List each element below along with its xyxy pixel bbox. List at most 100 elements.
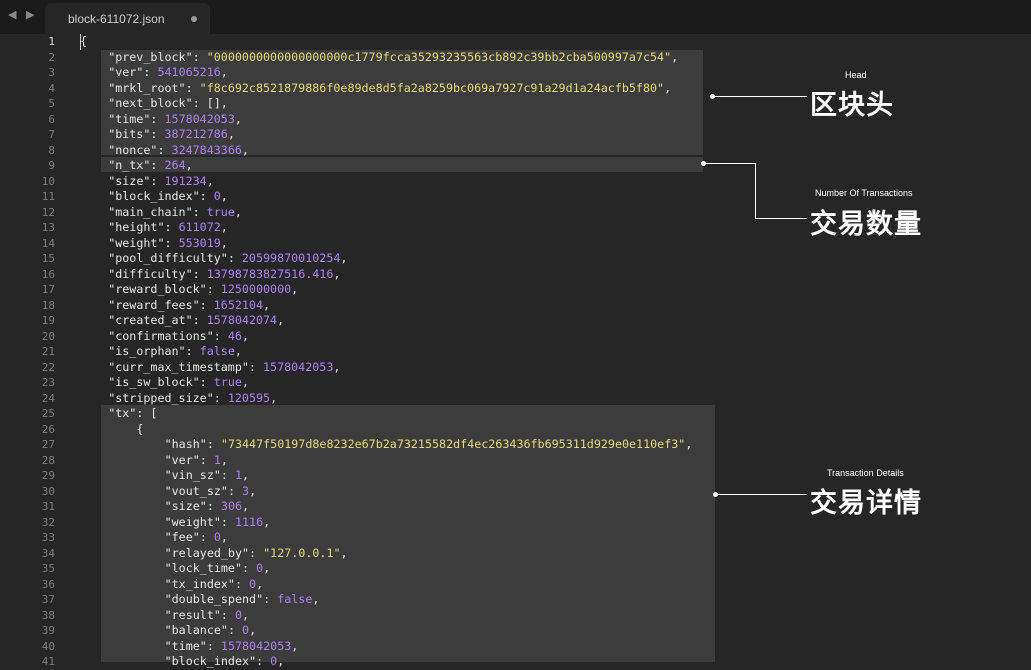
json-key: "vin_sz" [164,468,221,482]
json-punct: : [164,235,179,250]
json-number: 0 [234,607,243,622]
json-punct: , [220,235,228,250]
json-key: "weight" [108,235,165,250]
json-number: 0 [213,189,221,203]
json-number: 191234 [164,173,207,188]
ntx-label-zh: 交易数量 [810,209,922,240]
line-number: 21 [41,345,55,358]
text-cursor [80,34,81,50]
json-number: 1578042053 [164,111,235,126]
json-punct: , [241,142,249,157]
json-number: false [199,344,235,358]
json-number: 120595 [227,390,271,405]
code-line: "vin_sz": 1, [165,468,249,484]
json-number: 541065216 [157,65,221,79]
json-key: "tx_index" [164,576,235,591]
json-punct: , [263,514,271,529]
json-punct: , [242,468,250,482]
code-line: "size": 306, [165,499,249,515]
json-punct: , [340,545,348,560]
json-key: "ver" [164,452,200,467]
json-key: "block_index" [108,189,200,203]
line-number: 19 [41,314,55,327]
json-number: 13798783827516.416 [206,266,334,281]
tx-connector-dot [713,492,718,497]
json-punct: : [248,359,263,374]
json-punct: , [234,204,242,219]
json-punct: : [206,282,221,296]
json-punct: : [ [136,406,158,420]
tx-connector-line [716,494,807,495]
json-key: "time" [108,111,151,126]
json-punct: , [664,80,672,95]
json-key: "created_at" [108,313,193,327]
json-punct: , [685,437,693,451]
code-line: "curr_max_timestamp": 1578042053, [108,360,340,376]
json-key: "time" [164,638,207,653]
json-number: 553019 [178,235,221,250]
ntx-connector-line-v [755,163,756,219]
json-number: 3 [242,483,250,498]
json-key: "n_tx" [108,158,151,172]
line-number: 14 [41,236,55,250]
code-line: "pool_difficulty": 20599870010254, [108,251,347,267]
json-punct: , [234,111,242,126]
json-number: 611072 [178,220,221,234]
line-number: 11 [41,190,55,203]
line-number: 30 [41,484,55,498]
json-number: 306 [220,499,243,513]
code-line: "weight": 1116, [165,515,271,531]
head-label-en: Head [845,70,867,80]
json-punct: , [277,654,285,668]
unsaved-dot-icon[interactable] [191,16,197,22]
line-number: 29 [41,469,55,482]
json-punct: : [150,111,165,126]
json-punct: , [291,638,299,653]
json-number: 1250000000 [220,282,292,296]
json-key: "next_block" [108,96,193,110]
json-number: 20599870010254 [241,251,341,265]
json-punct: : [199,530,214,544]
code-line: "n_tx": 264, [108,158,192,174]
json-punct: : [150,158,165,172]
json-punct: , [220,530,228,544]
line-number: 12 [41,205,55,219]
line-number: 1 [48,35,55,48]
json-punct: , [234,344,242,358]
json-punct: : [263,592,278,606]
json-number: 0 [270,654,278,668]
line-number: 3 [48,66,55,79]
line-number: 38 [41,608,55,622]
code-line: "prev_block": "0000000000000000000c1779f… [108,50,678,66]
json-number: 1652104 [213,297,264,312]
json-number: 264 [164,158,186,172]
code-line: "weight": 553019, [108,236,228,252]
json-string: "f8c692c8521879886f0e89de8d5fa2a8259bc06… [199,80,665,95]
line-number: 32 [41,515,55,529]
code-line: "reward_block": 1250000000, [108,282,298,298]
json-key: "vout_sz" [164,483,228,498]
line-number: 39 [41,624,55,637]
json-punct: , [263,561,271,575]
json-number: 0 [249,576,257,591]
json-punct: : [220,607,235,622]
file-tab[interactable]: block-611072.json [45,3,210,34]
json-punct: { [80,34,88,48]
head-label-zh: 区块头 [810,90,894,121]
json-punct: : [213,328,228,343]
json-key: "relayed_by" [164,545,250,560]
json-key: "main_chain" [108,204,193,219]
code-line: "block_index": 0, [108,189,228,205]
json-punct: , [263,297,271,312]
code-line: "is_sw_block": true, [108,375,249,391]
json-punct: : [143,65,158,79]
json-punct: , [206,173,214,188]
nav-arrows-icon[interactable]: ◀ ▶ [8,8,38,21]
json-punct: , [241,328,249,343]
json-number: 3247843366 [171,142,242,157]
code-line: { [80,34,87,50]
code-line: "difficulty": 13798783827516.416, [108,267,340,283]
json-punct: : [192,313,207,327]
line-number: 10 [41,174,55,188]
json-punct: , [241,375,249,389]
